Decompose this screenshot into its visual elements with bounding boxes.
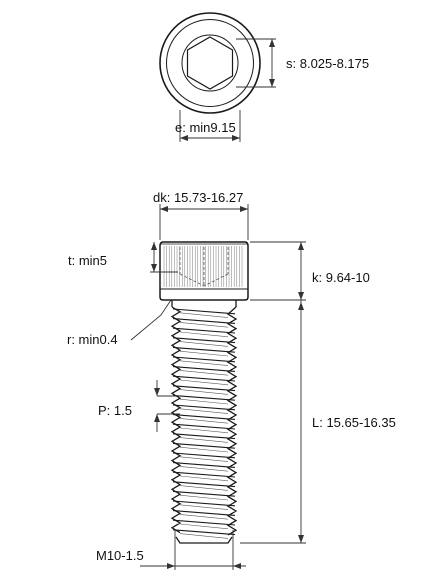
pitch-dimension-label: P: 1.5 [98,403,132,418]
hex-socket [186,36,234,90]
side-view: dk: 15.73-16.27 t: min5 k: 9.64-10 [67,190,396,570]
t-dimension-label: t: min5 [68,253,107,268]
s-dimension-label: s: 8.025-8.175 [286,56,369,71]
dk-dimension-label: dk: 15.73-16.27 [153,190,243,205]
head-outer-circle [159,12,261,114]
head-inner-circle [166,19,254,107]
thread-size-label: M10-1.5 [96,548,144,563]
socket-circle [181,34,239,92]
bolt-head [159,241,249,301]
head-knurling [163,246,243,287]
r-dimension-label: r: min0.4 [67,332,118,347]
threaded-shank [170,306,238,539]
top-view: s: 8.025-8.175 e: min9.15 [159,12,369,142]
shank-end [175,536,233,544]
hidden-socket [179,247,229,287]
k-dimension-label: k: 9.64-10 [312,270,370,285]
e-dimension-label: e: min9.15 [175,120,236,135]
l-dimension-label: L: 15.65-16.35 [312,415,396,430]
